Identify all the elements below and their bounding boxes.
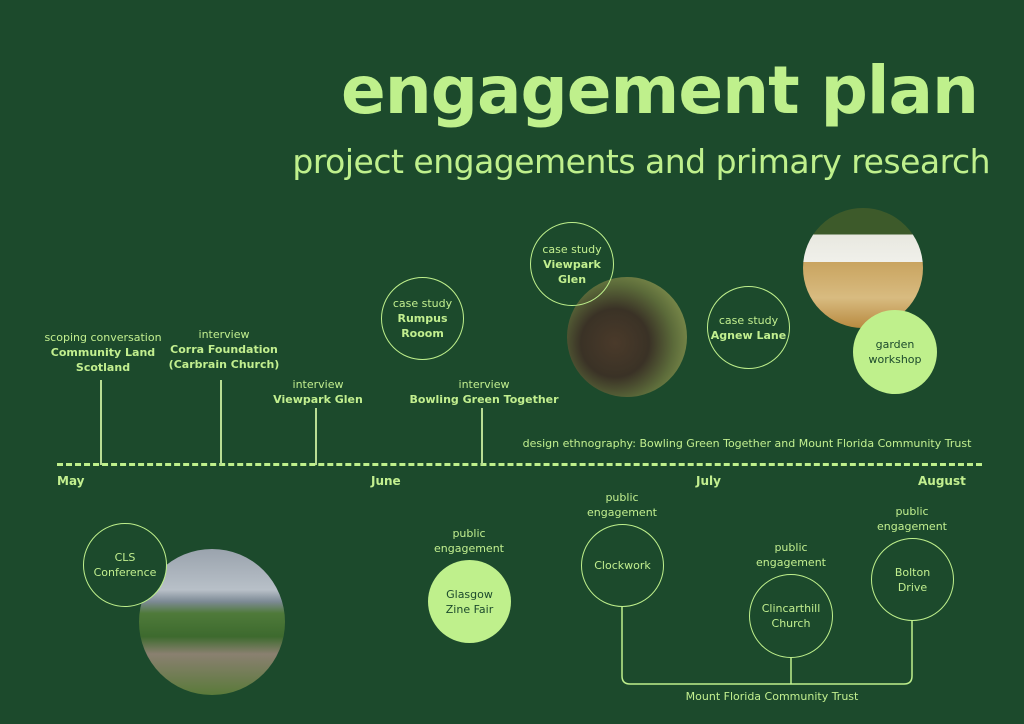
event-name: Viewpark (543, 257, 601, 271)
event-name: Corra Foundation (170, 343, 278, 356)
event-name: Glasgow (446, 587, 493, 601)
glasgow-zine-fair: Glasgow Zine Fair (428, 560, 511, 643)
garden-workshop: garden workshop (853, 310, 937, 394)
bolton-drive: Bolton Drive (871, 538, 954, 621)
event-type: public (605, 491, 639, 504)
event-name: Clockwork (594, 559, 651, 572)
event-name: Community Land (50, 346, 156, 359)
case-study-rumpus: case study Rumpus Rooom (381, 277, 464, 360)
event-name: garden (875, 338, 915, 351)
event-name: Church (771, 617, 811, 630)
clincarthill-type: public engagement (756, 540, 826, 570)
event-type: case study (542, 242, 602, 256)
event-name: Clincarthill (761, 602, 821, 615)
event-type: public (452, 527, 486, 540)
event-name: Bolton (894, 565, 931, 579)
page-title: engagement plan (341, 52, 979, 129)
event-type: case study (718, 313, 779, 327)
event-scoping-conversation: scoping conversation Community Land Scot… (44, 330, 161, 375)
event-type: engagement (756, 556, 826, 569)
event-name: (Carbrain Church) (168, 358, 280, 371)
page-subtitle: project engagements and primary research (292, 142, 990, 181)
event-type: interview (292, 378, 344, 391)
event-name: workshop (868, 353, 922, 366)
month-july: July (696, 474, 721, 488)
case-study-agnew: case study Agnew Lane (707, 286, 790, 369)
event-name: Scotland (75, 361, 131, 374)
month-june: June (371, 474, 401, 488)
event-name: CLS (114, 551, 136, 564)
event-interview-corra: interview Corra Foundation (Carbrain Chu… (169, 327, 280, 372)
month-august: August (918, 474, 966, 488)
event-interview-viewpark: interview Viewpark Glen (273, 377, 363, 407)
timeline-axis (57, 463, 982, 466)
event-type: interview (198, 328, 250, 341)
mount-florida-label: Mount Florida Community Trust (685, 690, 859, 703)
event-name: Zine Fair (445, 602, 494, 616)
tick-viewpark (315, 408, 317, 465)
event-type: public (895, 505, 929, 518)
month-may: May (57, 474, 85, 488)
clockwork: Clockwork (581, 524, 664, 607)
cls-conference: CLS Conference (83, 523, 167, 607)
event-name: Viewpark Glen (273, 393, 363, 406)
event-interview-bowling: interview Bowling Green Together (409, 377, 558, 407)
event-name: Rumpus (397, 312, 448, 325)
event-name: Conference (93, 566, 157, 579)
event-type: engagement (587, 506, 657, 519)
tick-corra (220, 380, 222, 465)
event-name: Drive (897, 580, 928, 594)
event-type: case study (392, 297, 453, 310)
design-ethnography-label: design ethnography: Bowling Green Togeth… (522, 437, 972, 450)
event-type: engagement (877, 520, 947, 533)
event-type: interview (458, 378, 510, 391)
event-type: engagement (434, 542, 504, 555)
event-name: Glen (557, 272, 587, 286)
bolton-type: public engagement (877, 504, 947, 534)
tick-scoping (100, 380, 102, 465)
event-type: scoping conversation (44, 331, 162, 344)
tick-bowling (481, 408, 483, 465)
case-study-viewpark: case study Viewpark Glen (530, 222, 614, 306)
event-name: Agnew Lane (710, 328, 787, 342)
garden-workshop-photo (803, 208, 923, 328)
event-type: public (774, 541, 808, 554)
clincarthill-church: Clincarthill Church (749, 574, 833, 658)
event-name: Rooom (401, 327, 444, 340)
clockwork-type: public engagement (587, 490, 657, 520)
event-name: Bowling Green Together (409, 393, 559, 406)
zine-type: public engagement (434, 526, 504, 556)
